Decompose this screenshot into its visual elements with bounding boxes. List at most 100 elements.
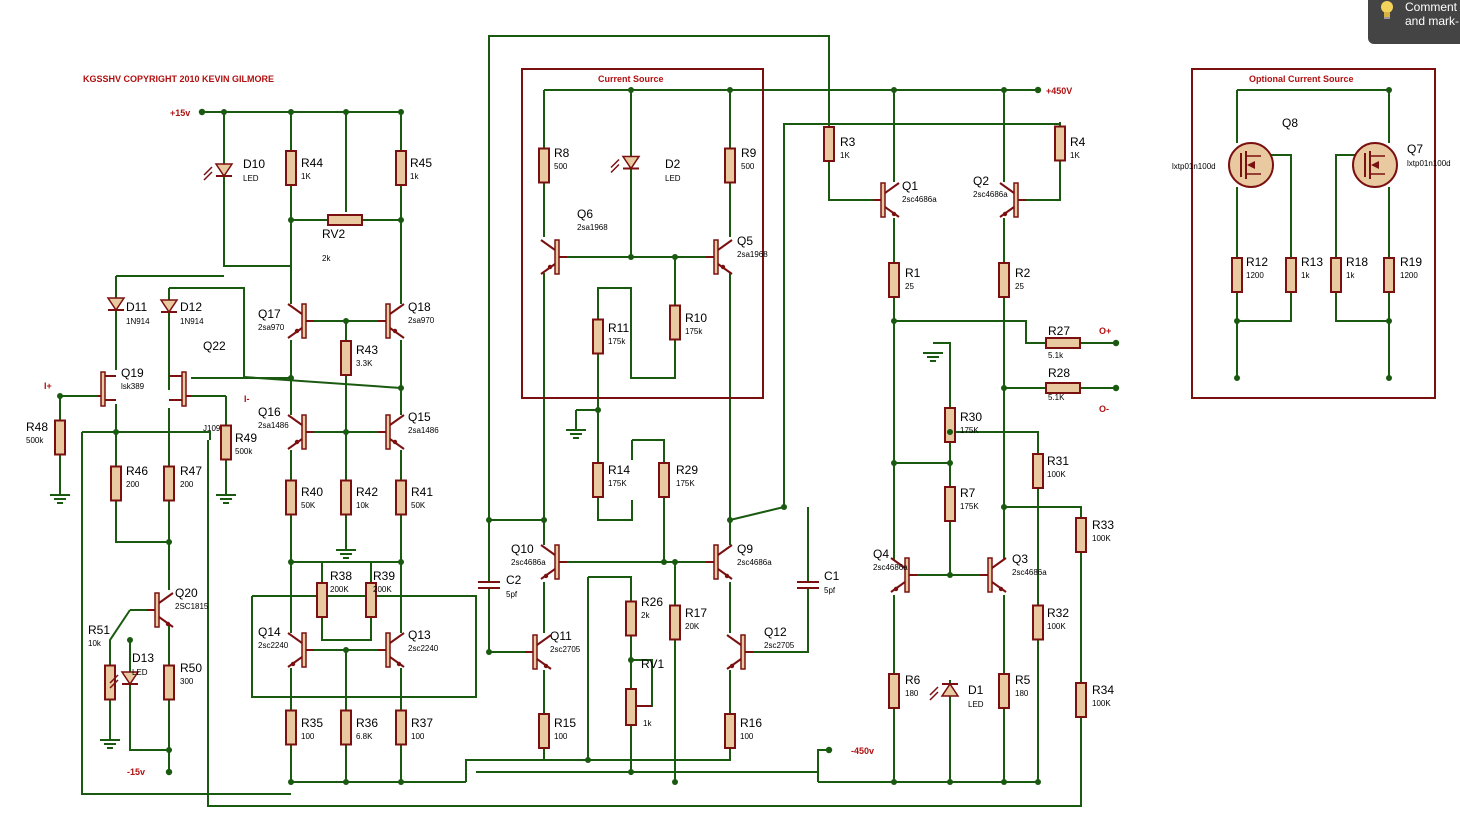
transistor-q1 [873, 182, 900, 218]
resistor-r47 [163, 465, 175, 502]
resistor-value: 1k [410, 172, 419, 181]
resistor-r35 [285, 709, 297, 746]
transistor-part: 2sc2705 [550, 645, 581, 654]
junction-dot [398, 779, 404, 785]
junction-dot [595, 407, 601, 413]
transistor-part: 2sa970 [408, 316, 435, 325]
transistor-q20 [147, 592, 174, 628]
comments-tooltip[interactable]: Comment and mark- [1368, 0, 1460, 44]
transistor-part: lsk389 [121, 382, 145, 391]
junction-dot [727, 87, 733, 93]
transistor-ref: Q14 [258, 625, 281, 639]
wire [753, 605, 809, 653]
resistor-value: 500k [235, 447, 253, 456]
transistor-ref: Q18 [408, 300, 431, 314]
resistor-ref: R48 [26, 420, 48, 434]
resistor-r18 [1330, 257, 1342, 293]
resistor-value: 50K [301, 501, 316, 510]
optional-current-source-box [1191, 68, 1436, 399]
wire [632, 439, 665, 460]
resistor-r6 [888, 673, 900, 709]
resistor-r28 [1045, 382, 1081, 394]
wire [1335, 295, 1389, 322]
junction-dot [1001, 87, 1007, 93]
rail-label: -15v [127, 767, 145, 777]
wire [597, 287, 676, 379]
resistor-value: 100K [1047, 622, 1066, 631]
wire [82, 431, 211, 440]
junction-dot [947, 460, 953, 466]
transistor-part: 2sa1968 [577, 223, 608, 232]
junction-dot [672, 254, 678, 260]
resistor-value: 5.1k [1048, 351, 1064, 360]
resistor-r17 [669, 604, 681, 641]
resistor-r38 [316, 582, 328, 618]
wire [828, 165, 873, 201]
resistor-ref: R19 [1400, 255, 1422, 269]
resistor-value: 500 [554, 162, 568, 171]
wires [59, 35, 1390, 807]
junction-dot [628, 254, 634, 260]
resistor-r44 [285, 150, 297, 186]
resistor-value: 1K [301, 172, 311, 181]
junction-dot [672, 559, 678, 565]
wire [169, 287, 402, 389]
resistor-value: 175K [608, 479, 627, 488]
resistor-value: 25 [1015, 282, 1024, 291]
resistor-value: 1k [1346, 271, 1355, 280]
wire [783, 122, 1061, 507]
junction-dot [891, 460, 897, 466]
transistor-ref: Q3 [1012, 552, 1028, 566]
transistor-ref: Q13 [408, 628, 431, 642]
capacitor-c2 [478, 581, 500, 589]
diode-d12 [159, 299, 179, 314]
resistor-ref: R42 [356, 485, 378, 499]
transistor-q5 [706, 239, 733, 275]
junction-dot [1035, 779, 1041, 785]
junction-dot [288, 375, 294, 381]
transistor-ref: Q1 [902, 179, 918, 193]
resistor-r37 [395, 709, 407, 746]
transistor-q4 [890, 557, 917, 593]
resistor-value: 175K [960, 502, 979, 511]
junction-dot [343, 318, 349, 324]
wire [1004, 506, 1082, 515]
capacitor-ref: C2 [506, 573, 522, 587]
resistor-r10 [669, 304, 681, 341]
transistor-q6 [540, 239, 567, 275]
wire [894, 320, 1044, 344]
transistor-part: 2sc4686a [511, 558, 546, 567]
transistor-part: 2SC1815 [175, 602, 209, 611]
supply-pin [1112, 339, 1120, 347]
ground-symbol [216, 494, 236, 504]
wire [729, 506, 785, 521]
junction-dot [1386, 318, 1392, 324]
diode-ref: D11 [126, 300, 147, 314]
diode-d11 [106, 297, 126, 312]
wire [321, 620, 372, 641]
transistor-q15 [378, 414, 405, 450]
wire [950, 431, 1039, 450]
diode-ref: D10 [243, 157, 265, 171]
resistor-value: 300 [180, 677, 194, 686]
resistor-value: 1k [1301, 271, 1310, 280]
tooltip-line1: Comment [1405, 0, 1458, 14]
diode-value: LED [665, 174, 681, 183]
junction-dot [343, 779, 349, 785]
resistor-value: 1K [840, 151, 850, 160]
resistor-r46 [110, 465, 122, 502]
rail-label: +15v [170, 108, 190, 118]
resistor-ref: R27 [1048, 324, 1070, 338]
transistor-q12 [726, 634, 753, 670]
junction-dot [1386, 375, 1392, 381]
resistor-ref: R33 [1092, 518, 1114, 532]
transistor-part: 2sa970 [258, 323, 285, 332]
junction-dot [781, 504, 787, 510]
resistor-r16 [724, 713, 736, 749]
resistor-value: 180 [1015, 689, 1029, 698]
io-label: I+ [44, 381, 52, 391]
lightbulb-icon [1381, 1, 1393, 19]
wire [588, 576, 632, 597]
resistor-value: 1K [1070, 151, 1080, 160]
